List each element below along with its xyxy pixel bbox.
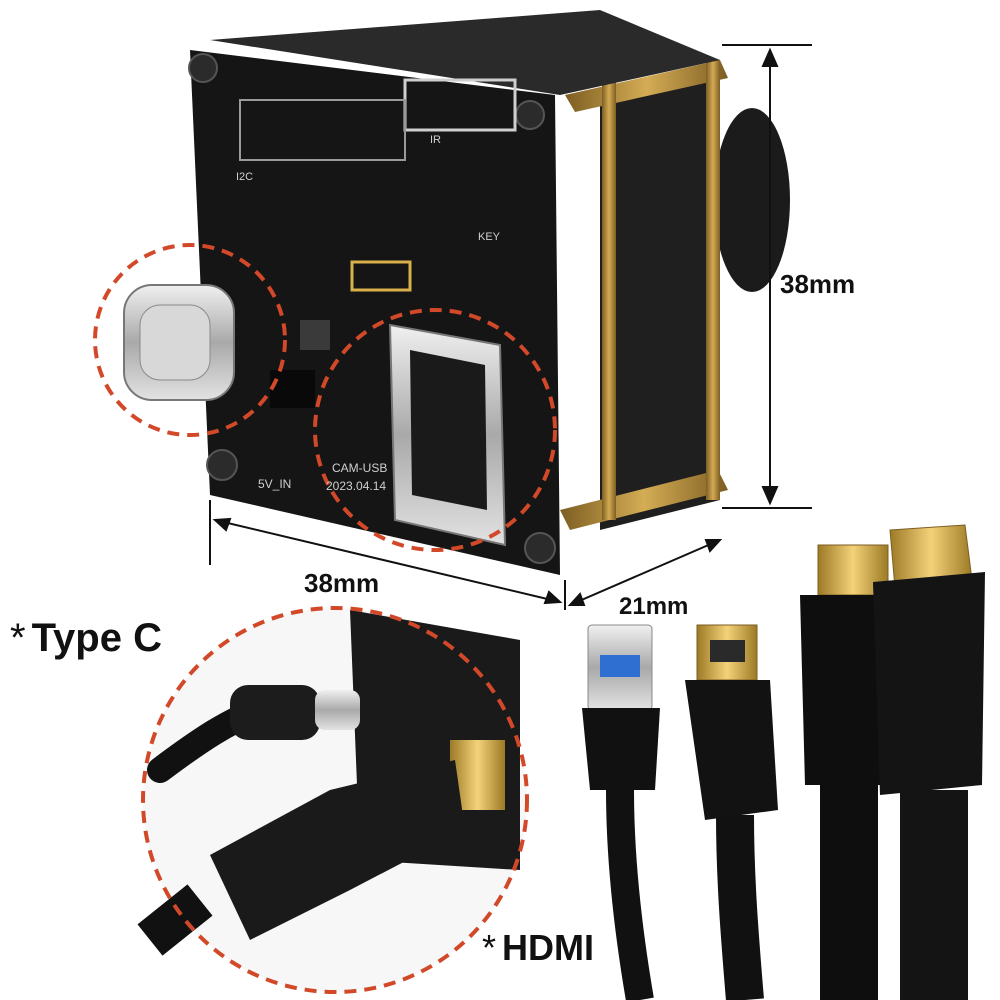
cables <box>582 524 985 1000</box>
closeup-callout-ring <box>141 606 529 994</box>
brass-standoff <box>706 60 720 500</box>
usb-a-housing <box>582 708 660 790</box>
arrow-head <box>704 539 723 553</box>
header-pins <box>350 260 412 292</box>
lens <box>714 108 790 292</box>
hdmi-text: HDMI <box>502 927 595 968</box>
height-dimension-label: 38mm <box>780 269 856 299</box>
silkscreen-power: 5V_IN <box>258 477 292 491</box>
arrow-head <box>761 47 779 67</box>
chip <box>270 370 315 408</box>
hdmi-callout-ring <box>313 308 557 552</box>
usb-c-opening <box>139 304 211 381</box>
hdmi-connector-opening <box>710 640 745 662</box>
arrow-head <box>212 517 232 532</box>
top-board-edge <box>210 10 720 95</box>
closeup-usb-c-plug <box>230 685 320 740</box>
screw <box>206 449 238 481</box>
usb-a-cable <box>606 789 654 1000</box>
hdmi-housing <box>685 680 778 820</box>
hdmi-full-housing <box>800 595 895 785</box>
silkscreen-i2c: I2C <box>236 171 254 183</box>
asterisk-marker: * <box>482 927 497 968</box>
rear-board <box>600 60 720 530</box>
hdmi-cable <box>716 814 764 1000</box>
brass-standoff <box>602 80 616 520</box>
closeup-hdmi-cable <box>137 884 213 956</box>
camera-module <box>93 10 790 575</box>
silkscreen-key: KEY <box>478 231 501 243</box>
closeup-hdmi-plug <box>210 760 465 940</box>
width-dimension-label: 38mm <box>304 568 380 598</box>
type-c-text: Type C <box>31 616 162 660</box>
usb-c-callout-ring <box>93 243 287 437</box>
silkscreen-model: CAM-USB <box>332 461 388 475</box>
silkscreen-outline <box>239 99 406 161</box>
silkscreen-ir: IR <box>430 134 441 146</box>
asterisk-marker: * <box>10 616 26 660</box>
arrow-head <box>761 486 779 506</box>
depth-dimension-line <box>569 539 721 606</box>
type-c-callout-label: *Type C <box>10 618 162 658</box>
screw <box>524 532 556 564</box>
closeup-usb-c-tip <box>315 690 360 730</box>
silkscreen-date: 2023.04.14 <box>326 479 387 493</box>
hdmi-full-flat-cable <box>900 790 968 1000</box>
arrow-head <box>543 590 563 605</box>
dimension-lines <box>209 44 812 610</box>
arrow-head <box>567 592 586 606</box>
depth-dimension-label: 21mm <box>619 593 689 620</box>
screw <box>515 100 545 130</box>
hdmi-full-flat-cable <box>820 780 878 1000</box>
usb-a-tongue <box>600 655 640 677</box>
width-dimension-line <box>214 519 561 603</box>
hdmi-full-housing <box>873 572 985 795</box>
connector-closeup <box>137 606 529 994</box>
hdmi-port-opening <box>410 350 487 510</box>
hdmi-callout-label: *HDMI <box>482 930 594 966</box>
chip <box>300 320 330 350</box>
screw <box>188 53 218 83</box>
